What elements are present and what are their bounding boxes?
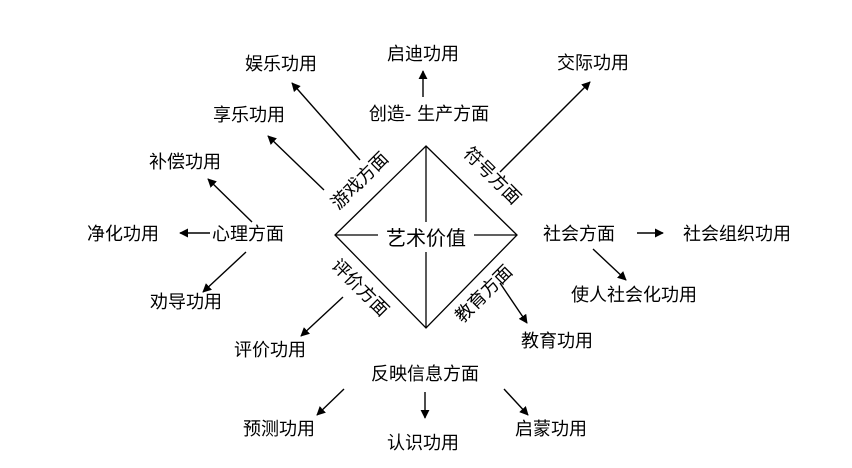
function-education: 教育功用	[521, 331, 593, 352]
aspect-social: 社会方面	[543, 224, 615, 245]
arrow-to-entertainment	[291, 82, 361, 161]
function-persuasion: 劝导功用	[150, 292, 222, 313]
center-label: 艺术价值	[386, 226, 466, 250]
aspect-symbol: 符号方面	[459, 143, 525, 209]
function-communication: 交际功用	[557, 53, 629, 74]
function-purification: 净化功用	[87, 224, 159, 245]
aspect-reflection: 反映信息方面	[371, 364, 479, 385]
function-social-organization: 社会组织功用	[683, 224, 791, 245]
arrow-to-compensation	[207, 178, 253, 223]
function-enjoyment: 享乐功用	[213, 105, 285, 126]
arrow-to-socialization	[592, 248, 627, 281]
function-evaluation: 评价功用	[234, 340, 306, 361]
function-entertainment: 娱乐功用	[245, 54, 317, 75]
function-enlightening: 启蒙功用	[515, 419, 587, 440]
value-diamond: 艺术价值	[334, 145, 518, 329]
function-compensation: 补偿功用	[149, 152, 221, 173]
arrow-to-persuasion	[202, 251, 247, 293]
function-enlightenment: 启迪功用	[387, 44, 459, 65]
aspect-psychology: 心理方面	[212, 224, 284, 245]
function-socialization: 使人社会化功用	[571, 285, 697, 306]
arrow-to-enlightening	[503, 388, 529, 416]
arrow-to-education	[499, 282, 528, 324]
aspect-creation: 创造- 生产方面	[369, 104, 489, 125]
center-label-bg	[378, 222, 474, 252]
function-cognition: 认识功用	[387, 433, 459, 454]
arrow-to-evaluation	[300, 296, 344, 337]
arrow-to-prediction	[316, 388, 345, 416]
aspect-game: 游戏方面	[327, 148, 393, 214]
function-prediction: 预测功用	[243, 419, 315, 440]
arrow-to-enjoyment	[267, 135, 325, 191]
arrow-to-communication	[499, 81, 591, 173]
aspect-evaluation: 评价方面	[327, 255, 393, 321]
